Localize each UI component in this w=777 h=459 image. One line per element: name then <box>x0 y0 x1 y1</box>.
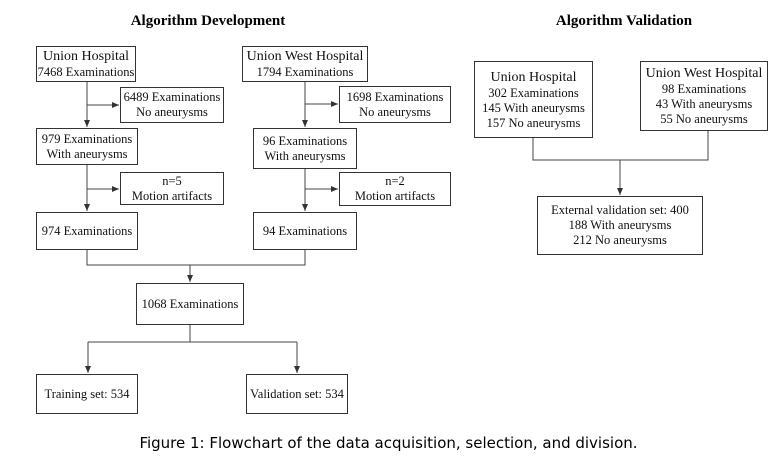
west-hospital-count: 1794 Examinations <box>256 65 354 79</box>
union-hospital-count: 7468 Examinations <box>37 65 135 79</box>
external-validation-title: External validation set: 400 <box>551 203 689 217</box>
west-motion-reason: Motion artifacts <box>354 189 436 203</box>
merge-line <box>86 250 306 266</box>
west-final-count: 94 Examinations <box>262 223 348 238</box>
val-west-hospital-without: 55 No aneurysms <box>660 112 748 126</box>
west-exclusion-box: 1698 Examinations No aneurysms <box>339 86 451 123</box>
training-set-box: Training set: 534 <box>36 374 138 414</box>
figure-caption: Figure 1: Flowchart of the data acquisit… <box>139 434 638 452</box>
validation-set-label: Validation set: 534 <box>250 386 344 401</box>
val-west-hospital-count: 98 Examinations <box>661 82 747 96</box>
development-heading: Algorithm Development <box>130 13 286 29</box>
union-aneurysm-box: 979 Examinations With aneurysms <box>36 128 138 165</box>
union-final-box: 974 Examinations <box>36 212 138 250</box>
west-final-box: 94 Examinations <box>253 212 357 250</box>
val-west-hospital-with: 43 With aneurysms <box>655 97 753 111</box>
union-aneurysm-count: 979 Examinations <box>41 131 133 146</box>
west-motion-box: n=2 Motion artifacts <box>339 172 451 206</box>
combined-box: 1068 Examinations <box>136 283 244 325</box>
west-hospital-name: Union West Hospital <box>246 49 364 64</box>
union-exclusion-count: 6489 Examinations <box>123 90 221 104</box>
union-exclusion-box: 6489 Examinations No aneurysms <box>120 87 224 123</box>
val-west-hospital-box: Union West Hospital 98 Examinations 43 W… <box>640 61 768 131</box>
west-aneurysm-note: With aneurysms <box>264 148 346 163</box>
val-union-hospital-with: 145 With aneurysms <box>482 100 585 115</box>
training-set-label: Training set: 534 <box>44 386 130 401</box>
west-aneurysm-box: 96 Examinations With aneurysms <box>253 128 357 169</box>
val-union-hospital-count: 302 Examinations <box>488 85 579 100</box>
external-validation-with: 188 With aneurysms <box>568 218 672 232</box>
union-motion-n: n=5 <box>162 173 182 188</box>
union-aneurysm-note: With aneurysms <box>46 146 128 161</box>
union-final-count: 974 Examinations <box>41 223 133 238</box>
west-motion-n: n=2 <box>385 174 405 188</box>
external-validation-box: External validation set: 400 188 With an… <box>537 196 703 255</box>
val-west-hospital-name: Union West Hospital <box>645 66 763 81</box>
external-validation-without: 212 No aneurysms <box>573 233 667 247</box>
val-union-hospital-without: 157 No aneurysms <box>486 115 581 130</box>
union-hospital-name: Union Hospital <box>43 49 129 64</box>
union-exclusion-reason: No aneurysms <box>136 105 208 119</box>
west-aneurysm-count: 96 Examinations <box>262 133 348 148</box>
validation-set-box: Validation set: 534 <box>246 374 348 414</box>
west-exclusion-count: 1698 Examinations <box>346 89 444 104</box>
west-hospital-box: Union West Hospital 1794 Examinations <box>242 46 368 82</box>
val-union-hospital-box: Union Hospital 302 Examinations 145 With… <box>474 61 593 138</box>
union-motion-reason: Motion artifacts <box>131 188 213 203</box>
validation-heading: Algorithm Validation <box>555 13 693 29</box>
combined-count: 1068 Examinations <box>141 296 239 311</box>
union-hospital-box: Union Hospital 7468 Examinations <box>36 46 136 82</box>
west-exclusion-reason: No aneurysms <box>359 104 431 119</box>
val-union-hospital-name: Union Hospital <box>490 69 577 85</box>
union-motion-box: n=5 Motion artifacts <box>120 172 224 205</box>
